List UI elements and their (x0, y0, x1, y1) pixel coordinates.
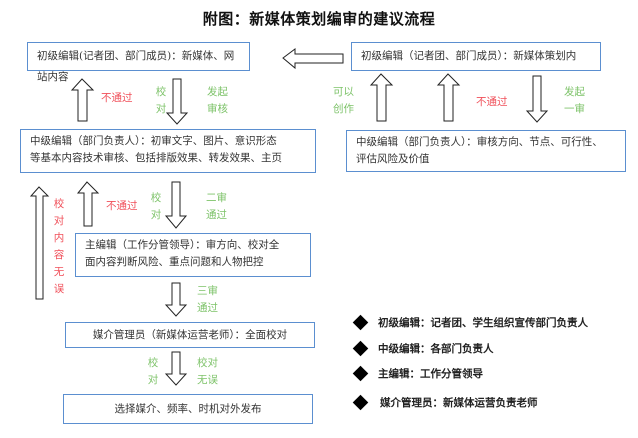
arrow-left-top (282, 48, 344, 70)
box-middle-plan: 中级编辑（部门负责人）：审核方向、节点、可行性、 评估风险及价值 (346, 130, 626, 172)
legend-item-middle: 中级编辑：各部门负责人 (352, 340, 494, 357)
label-proof-ok: 校对 无误 (197, 355, 218, 389)
legend-chief-text: 主编辑：工作分管领导 (378, 368, 483, 380)
label-proofread-1-b: 对 (155, 103, 167, 115)
label-proofread-1-a: 校 (155, 86, 167, 98)
box-media-manager: 媒介管理员（新媒体运营老师）：全面校对 (65, 322, 315, 348)
label-initiate-review: 发起 审核 (207, 84, 228, 118)
legend-media-manager-text: 媒介管理员：新媒体运营负责老师 (380, 397, 538, 409)
label-proof-ok-b: 无误 (197, 374, 218, 386)
legend-item-chief: 主编辑：工作分管领导 (352, 365, 483, 382)
label-third-pass: 三审 通过 (197, 283, 218, 317)
arrow-down-second-pass (164, 181, 188, 229)
legend-middle-text: 中级编辑：各部门负责人 (378, 343, 494, 355)
arrow-up-fail-1 (70, 78, 95, 122)
box-publish: 选择媒介、频率、时机对外发布 (63, 394, 313, 424)
label-proof-ok-vertical: 校 对 内 容 无 误 (53, 196, 65, 298)
label-proof-ok-v-5: 无 (53, 266, 65, 278)
box-chief-editor: 主编辑（工作分管领导）：审方向、校对全 面内容判断风险、重点问题和人物把控 (75, 233, 311, 277)
box-middle-plan-line1: 中级编辑（部门负责人）：审核方向、节点、可行性、 (356, 136, 603, 148)
diamond-bullet-icon (352, 365, 369, 382)
label-fail-3: 不通过 (106, 200, 138, 212)
box-middle-content: 中级编辑（部门负责人）：初审文字、图片、意识形态 等基本内容技术审核、包括排版效… (20, 129, 316, 173)
label-proofread-2: 校 对 (150, 190, 162, 224)
label-third-pass-b: 通过 (197, 302, 218, 314)
box-junior-web: 初级编辑(记者团、部门成员)：新媒体、网站内容 (27, 42, 250, 83)
arrow-up-proof-ok (29, 186, 50, 300)
arrow-up-fail-3 (76, 181, 100, 227)
arrow-up-can-create (369, 73, 394, 122)
diamond-bullet-icon (352, 340, 369, 357)
legend-item-junior: 初级编辑：记者团、学生组织宣传部门负责人 (352, 314, 588, 331)
label-proof-ok-v-6: 误 (53, 283, 65, 295)
diagram-title: 附图：新媒体策划编审的建议流程 (202, 10, 436, 28)
box-media-manager-text: 媒介管理员（新媒体运营老师）：全面校对 (92, 329, 288, 341)
diamond-bullet-icon (352, 394, 369, 411)
label-proof-ok-a: 校对 (197, 357, 218, 369)
box-publish-text: 选择媒介、频率、时机对外发布 (114, 403, 262, 415)
label-proofread-1: 校 对 (155, 84, 167, 118)
label-second-pass: 二审 通过 (206, 190, 227, 224)
label-fail-2: 不通过 (476, 96, 508, 108)
label-proofread-3-b: 对 (147, 374, 159, 386)
box-junior-plan-text: 初级编辑（记者团、部门成员）：新媒体策划内 (361, 50, 577, 62)
box-chief-editor-line2: 面内容判断风险、重点问题和人物把控 (85, 256, 264, 268)
label-proofread-2-a: 校 (150, 192, 162, 204)
label-initiate-first: 发起 一审 (564, 84, 585, 118)
arrow-down-publish (164, 351, 188, 386)
box-middle-plan-line2: 评估风险及价值 (356, 153, 430, 165)
label-proofread-3: 校 对 (147, 355, 159, 389)
label-can-create-b: 创作 (333, 103, 354, 115)
arrow-down-first-review (525, 75, 549, 123)
label-proof-ok-v-2: 对 (53, 215, 65, 227)
label-fail-1: 不通过 (101, 92, 133, 104)
arrow-down-third-pass (164, 282, 188, 317)
label-initiate-first-a: 发起 (564, 86, 585, 98)
arrow-down-review (165, 78, 189, 125)
box-junior-plan: 初级编辑（记者团、部门成员）：新媒体策划内 (351, 42, 601, 71)
diamond-bullet-icon (352, 314, 369, 331)
label-proofread-2-b: 对 (150, 209, 162, 221)
label-initiate-review-a: 发起 (207, 86, 228, 98)
label-can-create: 可以 创作 (333, 84, 354, 118)
box-middle-content-line1: 中级编辑（部门负责人）：初审文字、图片、意识形态 (30, 135, 277, 147)
legend-item-media-manager: 媒介管理员：新媒体运营负责老师 (352, 394, 538, 411)
arrow-up-fail-2 (436, 73, 461, 122)
label-initiate-review-b: 审核 (207, 103, 228, 115)
label-proof-ok-v-1: 校 (53, 198, 65, 210)
label-can-create-a: 可以 (333, 86, 354, 98)
label-initiate-first-b: 一审 (564, 103, 585, 115)
box-middle-content-line2: 等基本内容技术审核、包括排版效果、转发效果、主页 (30, 152, 282, 164)
legend-junior-text: 初级编辑：记者团、学生组织宣传部门负责人 (378, 317, 588, 329)
label-third-pass-a: 三审 (197, 285, 218, 297)
label-proofread-3-a: 校 (147, 357, 159, 369)
label-proof-ok-v-4: 容 (53, 249, 65, 261)
box-chief-editor-line1: 主编辑（工作分管领导）：审方向、校对全 (85, 239, 280, 251)
label-proof-ok-v-3: 内 (53, 232, 65, 244)
label-second-pass-b: 通过 (206, 209, 227, 221)
box-junior-web-text: 初级编辑(记者团、部门成员)：新媒体、网站内容 (37, 50, 235, 83)
label-second-pass-a: 二审 (206, 192, 227, 204)
